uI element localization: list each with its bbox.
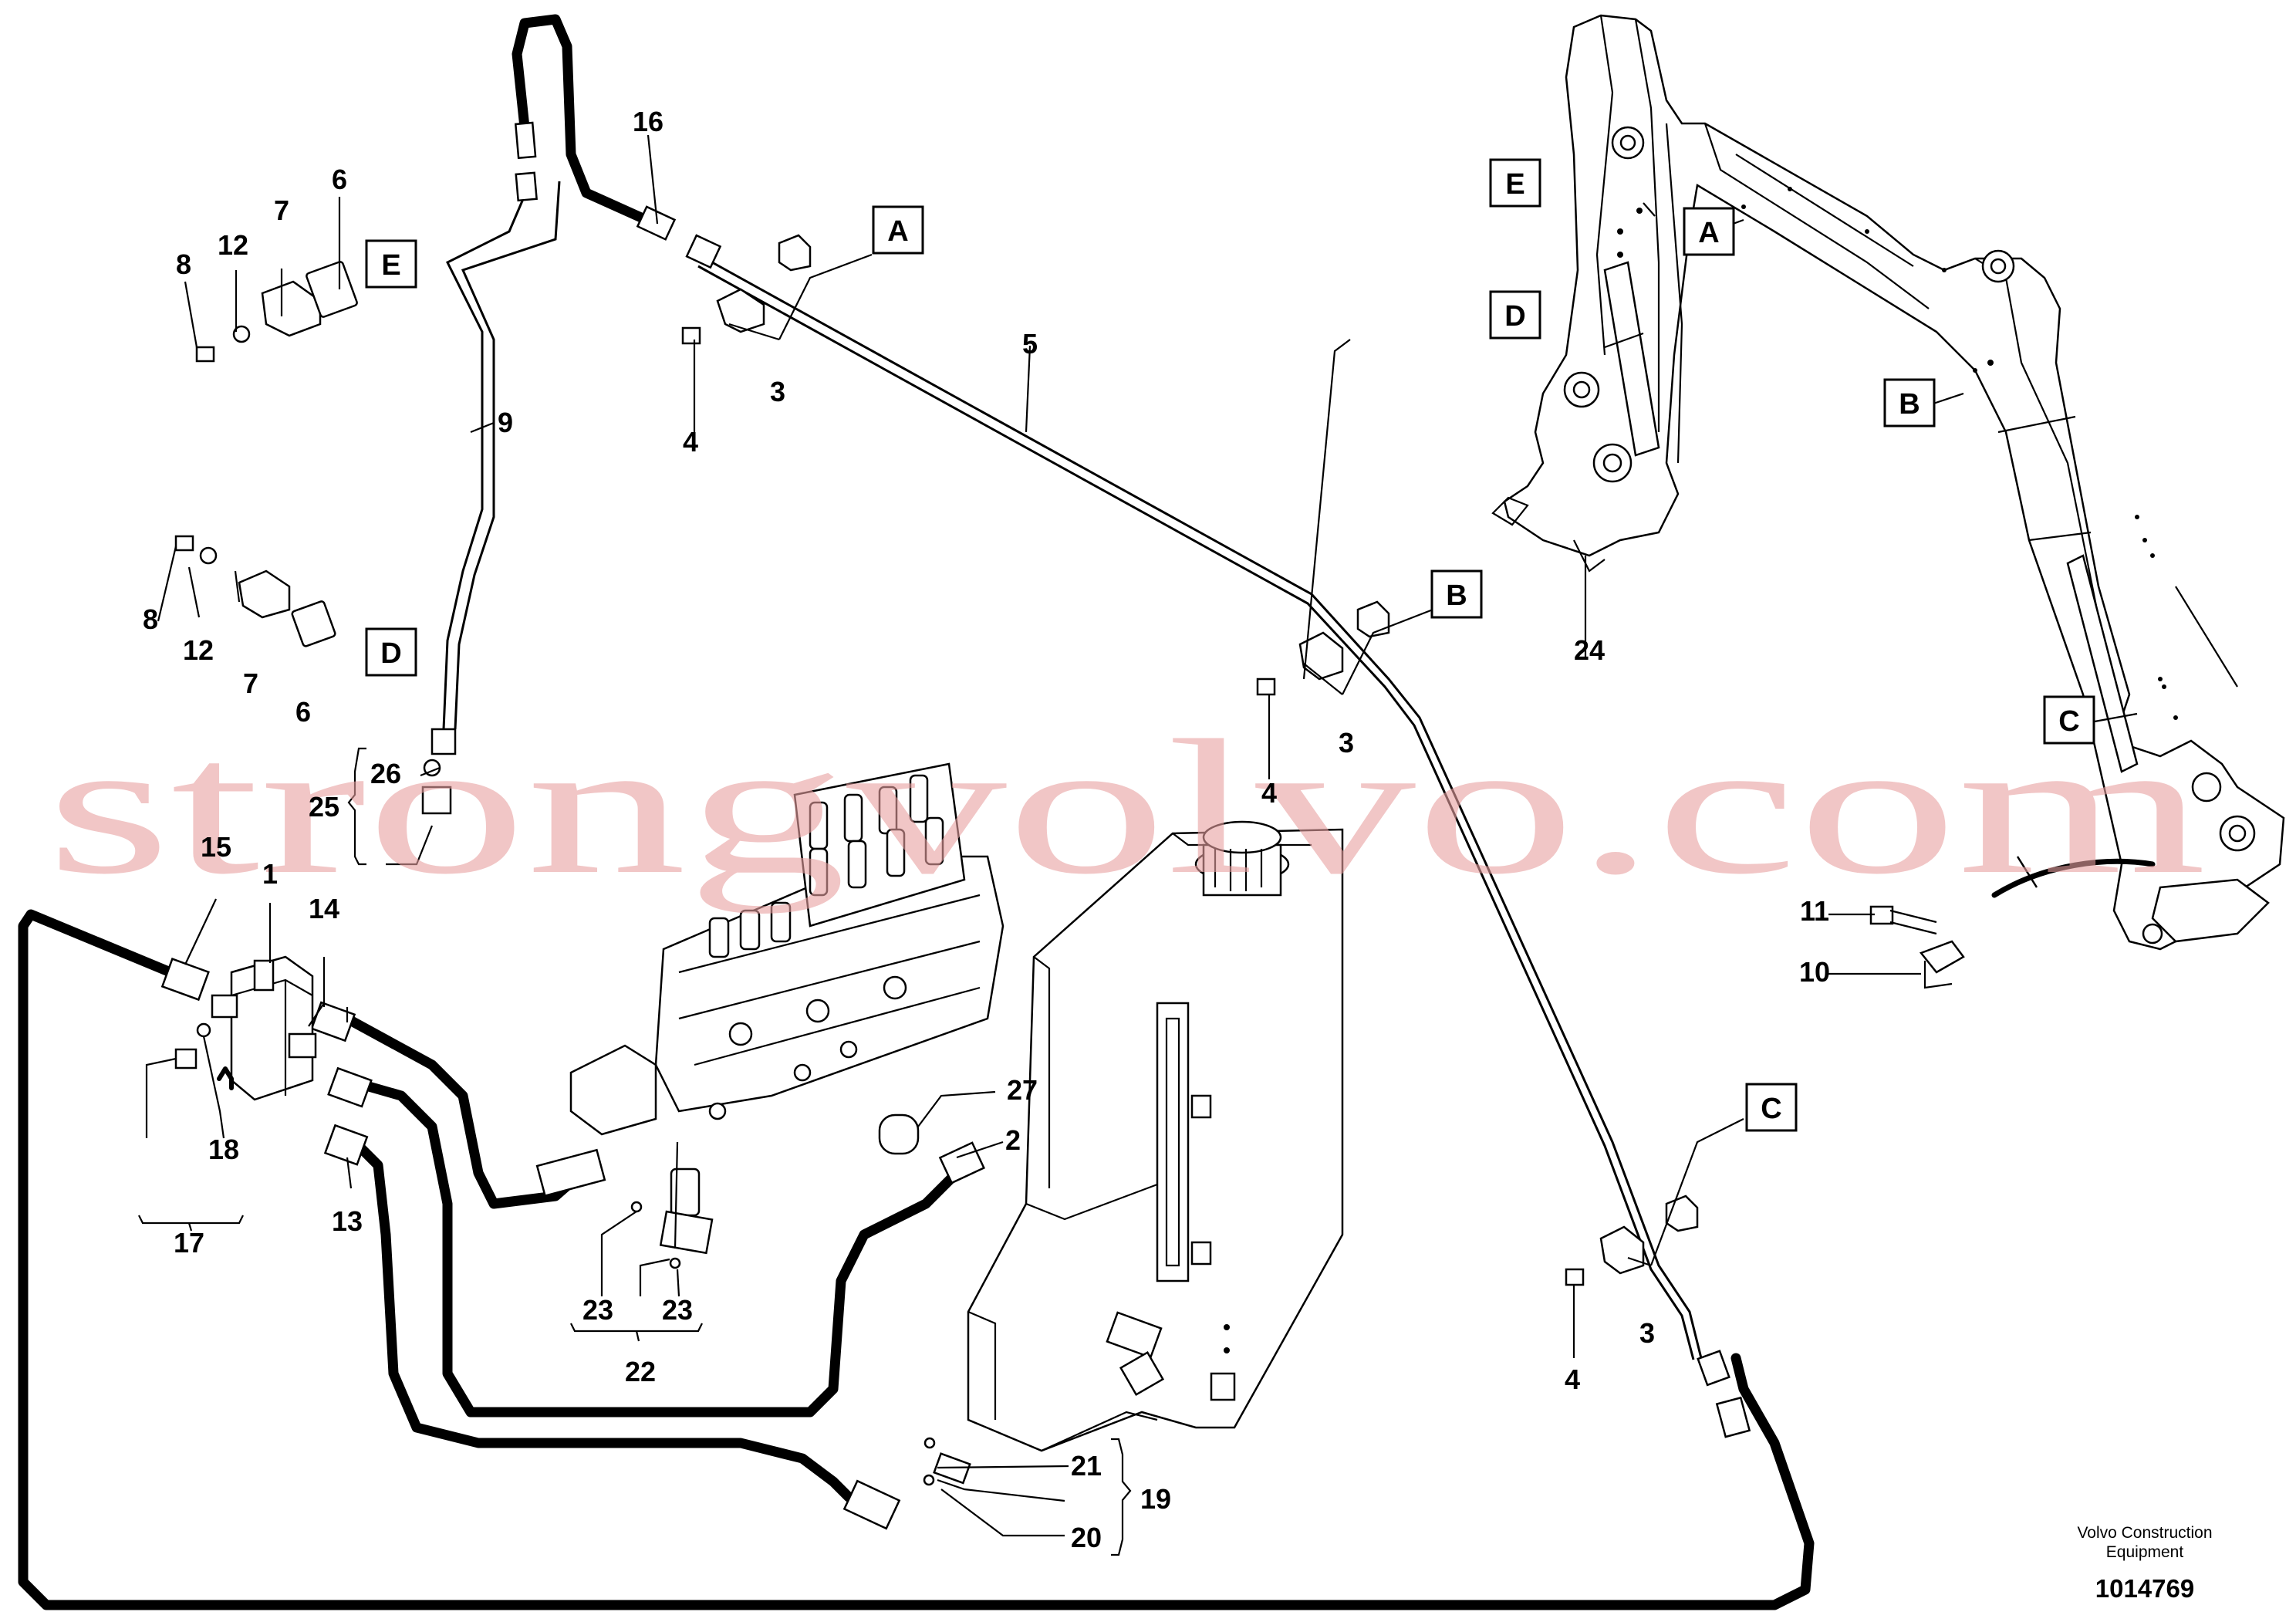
part-label-3-low: 3	[1639, 1317, 1655, 1349]
footer: Volvo Construction Equipment 1014769	[2077, 1524, 2212, 1603]
part-label-14: 14	[309, 893, 339, 924]
part-label-11: 11	[1800, 895, 1829, 927]
ref-box-B2-label: B	[1899, 388, 1920, 421]
part-label-17: 17	[174, 1227, 204, 1259]
hose-13	[346, 1133, 885, 1518]
part-label-6-lower: 6	[295, 696, 311, 728]
part-label-4-top: 4	[683, 426, 698, 458]
part-label-15: 15	[201, 831, 231, 863]
part-label-18: 18	[208, 1134, 239, 1165]
document-number: 1014769	[2095, 1574, 2194, 1603]
part-label-22: 22	[625, 1356, 656, 1387]
watermark: strongvolvo.com	[46, 701, 2207, 914]
ref-box-B2: B	[1883, 378, 1936, 427]
part-label-13: 13	[332, 1205, 363, 1237]
part-label-7: 7	[274, 194, 289, 226]
part-label-16: 16	[633, 106, 663, 137]
ref-box-E1: E	[365, 239, 417, 289]
ref-box-E2-label: E	[1505, 168, 1524, 201]
boom-bolt-dots	[1617, 187, 2178, 720]
hose-2	[342, 1075, 962, 1418]
part-label-12-lower: 12	[183, 634, 214, 666]
part-label-26: 26	[370, 758, 401, 789]
company-name-line1: Volvo Construction	[2077, 1524, 2212, 1542]
part-label-12: 12	[218, 229, 248, 261]
ref-box-E1-label: E	[381, 249, 400, 282]
part-label-4-low: 4	[1565, 1363, 1580, 1395]
ref-box-E2: E	[1489, 158, 1541, 208]
control-valve	[569, 762, 1004, 1136]
part-label-5: 5	[1022, 328, 1038, 360]
part-label-3-mid: 3	[1339, 727, 1354, 759]
hydraulic-tank	[967, 820, 1344, 1452]
pipe-9	[442, 177, 561, 730]
control-valve-spools	[708, 774, 944, 958]
ref-box-A1: A	[872, 205, 924, 255]
part-label-3-top: 3	[770, 376, 785, 407]
ref-box-C1-label: C	[1761, 1093, 1781, 1125]
ref-box-B1-label: B	[1446, 580, 1467, 612]
ref-box-D1-label: D	[380, 637, 401, 670]
part-label-4-mid: 4	[1261, 777, 1277, 809]
part-label-21: 21	[1071, 1450, 1102, 1482]
part-label-19: 19	[1140, 1483, 1171, 1515]
part-label-24: 24	[1574, 634, 1605, 666]
part-label-23-right: 23	[662, 1294, 693, 1326]
part-label-25: 25	[309, 791, 339, 823]
part-label-20: 20	[1071, 1522, 1102, 1553]
ref-box-A1-label: A	[887, 215, 908, 248]
fittings	[160, 121, 1751, 1530]
ref-box-C2: C	[2043, 695, 2095, 745]
ref-box-D2-label: D	[1504, 300, 1525, 333]
part-label-1: 1	[262, 858, 278, 890]
part-label-10: 10	[1799, 956, 1830, 988]
ref-box-C2-label: C	[2058, 705, 2079, 738]
part-label-27: 27	[1007, 1074, 1038, 1106]
hose-16	[512, 14, 669, 233]
ref-box-A2-label: A	[1698, 217, 1719, 249]
hose-14	[342, 1013, 592, 1209]
part-label-8-lower: 8	[143, 603, 158, 635]
ref-box-C1: C	[1745, 1083, 1798, 1132]
company-name-line2: Equipment	[2106, 1543, 2184, 1561]
part-label-9: 9	[498, 407, 513, 438]
ref-box-B1: B	[1430, 569, 1483, 619]
leader-lines	[145, 134, 2138, 1537]
ref-box-D1: D	[365, 627, 417, 677]
part-number-labels: 8 12 7 6 16 9 3 4 5 8 12 7 6 3 4 24 26 2…	[143, 106, 1830, 1553]
ref-box-A2: A	[1683, 207, 1735, 256]
part-label-6: 6	[332, 164, 347, 195]
ref-box-D2: D	[1489, 290, 1541, 340]
valve-block	[174, 955, 317, 1101]
part-label-23-left: 23	[582, 1294, 613, 1326]
group-braces	[138, 747, 1132, 1556]
pipe-5	[697, 253, 1703, 1360]
hose-main-loop	[18, 909, 1815, 1610]
part-label-2: 2	[1005, 1124, 1021, 1156]
part-label-7-lower: 7	[243, 667, 258, 699]
part-label-8: 8	[176, 248, 191, 280]
